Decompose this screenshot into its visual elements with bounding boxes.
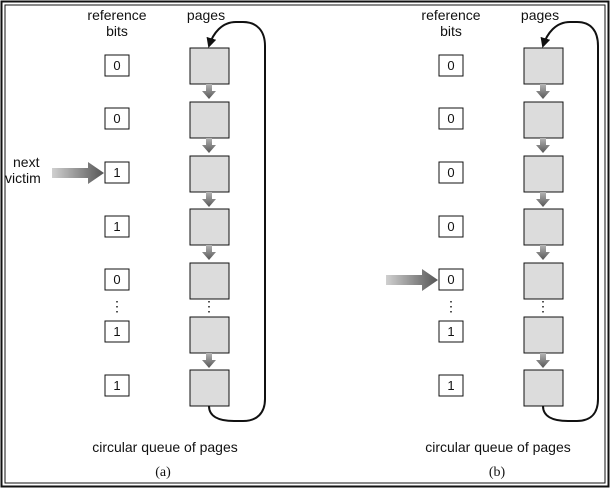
down-arrow-icon [202, 353, 216, 368]
down-arrow-icon [536, 245, 550, 260]
bit-box: 0 [438, 161, 464, 184]
bit-value: 1 [113, 324, 120, 339]
page-box [523, 316, 564, 354]
reference-header-line2: bits [106, 23, 128, 39]
down-arrow-icon [202, 192, 216, 207]
panel-label: (a) [155, 465, 171, 480]
pages-header: pages [187, 7, 225, 23]
bit-box: 0 [438, 107, 464, 130]
ellipsis: ⋮ [536, 298, 550, 314]
page-box [523, 47, 564, 85]
bit-box: 0 [438, 268, 464, 291]
bit-value: 1 [447, 324, 454, 339]
bit-box: 0 [104, 54, 130, 77]
page-box [523, 101, 564, 139]
down-arrow-icon [536, 353, 550, 368]
down-arrow-icon [536, 84, 550, 99]
page-box [189, 101, 230, 139]
circular-return-arrow [540, 21, 599, 422]
bit-value: 0 [113, 58, 120, 73]
bit-box: 0 [438, 54, 464, 77]
figure-frame-inner [4, 4, 606, 484]
bit-box: 1 [104, 215, 130, 238]
pointer-arrow-icon [386, 269, 438, 291]
ellipsis: ⋮ [202, 298, 216, 314]
down-arrow-icon [536, 138, 550, 153]
page-box [523, 369, 564, 407]
bit-value: 0 [113, 272, 120, 287]
bit-box: 0 [104, 107, 130, 130]
down-arrow-icon [202, 84, 216, 99]
ellipsis: ⋮ [444, 298, 458, 314]
down-arrow-icon [202, 138, 216, 153]
bit-value: 1 [113, 219, 120, 234]
ellipsis: ⋮ [110, 298, 124, 314]
reference-header-line1: reference [87, 7, 146, 23]
bit-box: 0 [104, 268, 130, 291]
pointer-label-line2: victim [5, 170, 41, 186]
pointer-arrow-icon [52, 162, 104, 184]
reference-header-line2: bits [440, 23, 462, 39]
page-box [189, 155, 230, 193]
down-arrow-icon [536, 192, 550, 207]
page-box [189, 316, 230, 354]
pages-header: pages [521, 7, 559, 23]
reference-header-line1: reference [421, 7, 480, 23]
bit-value: 0 [447, 111, 454, 126]
bit-box: 0 [438, 215, 464, 238]
page-box [523, 155, 564, 193]
circular-return-arrow [206, 21, 266, 422]
bit-box: 1 [438, 374, 464, 397]
bit-value: 0 [447, 272, 454, 287]
pointer-label-line1: next [13, 154, 40, 170]
bit-box: 1 [104, 320, 130, 343]
down-arrow-icon [202, 245, 216, 260]
bit-value: 1 [113, 378, 120, 393]
page-box [523, 262, 564, 300]
queue-caption: circular queue of pages [425, 439, 571, 455]
page-box [189, 262, 230, 300]
bit-value: 1 [113, 165, 120, 180]
panel-b: reference bits pages 0 0 0 0 0 ⋮ 1 1 ⋮ c… [386, 7, 599, 480]
bit-box: 1 [104, 374, 130, 397]
bit-value: 1 [447, 378, 454, 393]
panel-label: (b) [489, 465, 506, 480]
bit-value: 0 [113, 111, 120, 126]
page-box [189, 208, 230, 246]
panel-a: reference bits pages 0 0 1 1 0 ⋮ 1 1 ⋮ n… [5, 7, 266, 480]
bit-box: 1 [104, 161, 130, 184]
bit-value: 0 [447, 219, 454, 234]
bit-value: 0 [447, 165, 454, 180]
page-box [189, 369, 230, 407]
bit-value: 0 [447, 58, 454, 73]
queue-caption: circular queue of pages [92, 439, 238, 455]
page-box [189, 47, 230, 85]
bit-box: 1 [438, 320, 464, 343]
page-box [523, 208, 564, 246]
